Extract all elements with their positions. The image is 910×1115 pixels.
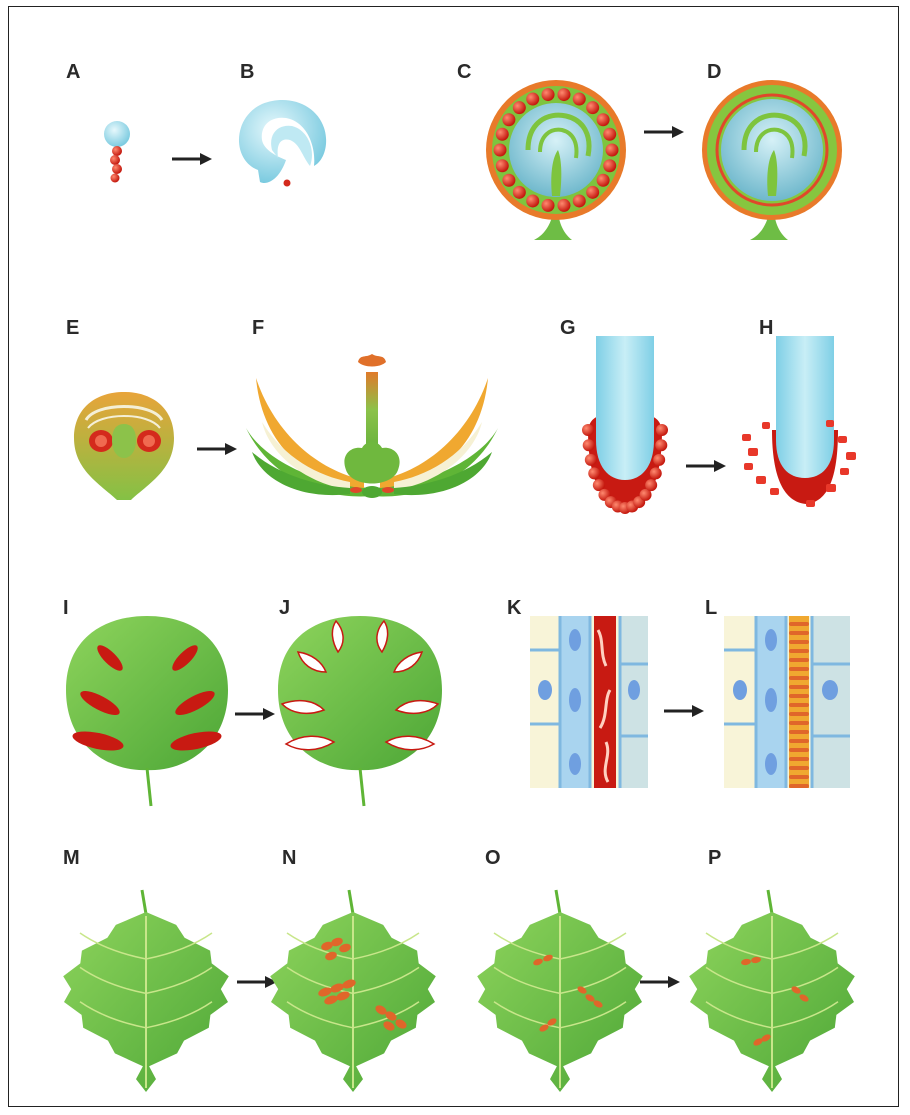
panel-b xyxy=(239,100,326,187)
arrow-c-d xyxy=(644,126,684,138)
panel-a xyxy=(104,121,130,183)
arrow-a-b xyxy=(172,153,212,165)
panel-j xyxy=(278,616,442,806)
panel-k xyxy=(530,616,648,788)
panel-l xyxy=(724,616,850,788)
panel-m xyxy=(63,890,229,1098)
arrow-k-l xyxy=(664,705,704,717)
arrow-i-j xyxy=(235,708,275,720)
arrow-g-h xyxy=(686,460,726,472)
panel-o xyxy=(477,890,643,1098)
panel-i xyxy=(66,616,228,806)
panel-e xyxy=(74,392,174,500)
panel-f xyxy=(246,354,498,498)
panel-c xyxy=(486,80,626,240)
panel-h xyxy=(742,336,856,507)
arrow-m-n xyxy=(237,976,277,988)
panel-d xyxy=(702,80,842,240)
panel-p xyxy=(689,890,855,1098)
arrow-e-f xyxy=(197,443,237,455)
arrow-o-p xyxy=(640,976,680,988)
panel-n xyxy=(270,890,436,1098)
panel-g xyxy=(582,336,668,514)
